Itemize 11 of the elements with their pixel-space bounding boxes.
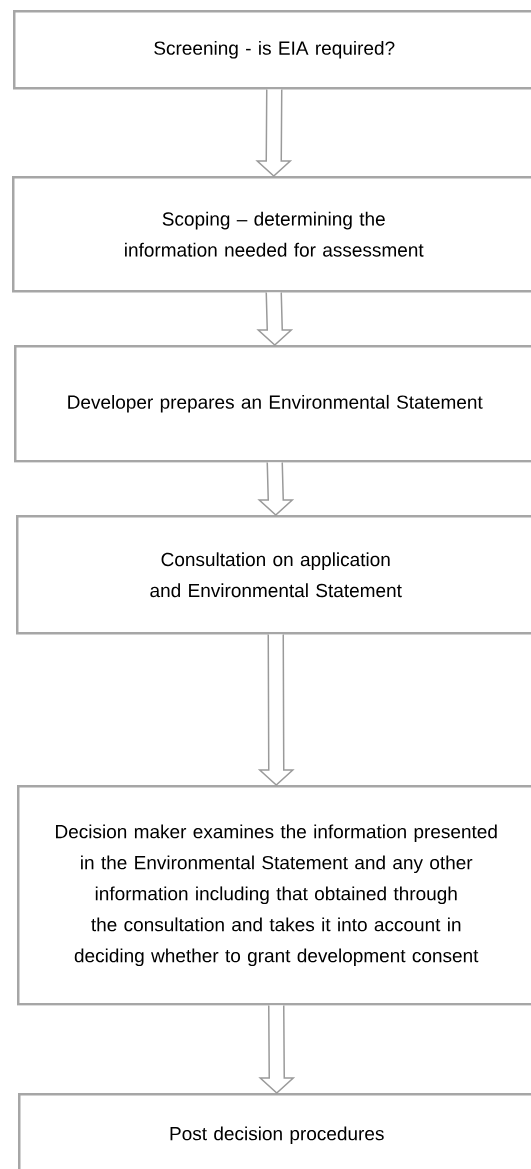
process-box: Decision maker examines the information presented in the Environmental Statement and any other information including that obtained through the consultation and takes it into account in deciding whether to grant development consent (17, 785, 531, 1006)
arrow (258, 1004, 296, 1095)
process-box: Developer prepares an Environmental Statement (14, 345, 531, 463)
process-box: Screening - is EIA required? (13, 10, 531, 90)
process-box: Consultation on application and Environmental Statement (16, 515, 531, 635)
arrow (256, 291, 294, 346)
process-box: Post decision procedures (18, 1093, 531, 1169)
arrow (257, 633, 295, 787)
arrow (255, 88, 293, 177)
arrow (257, 461, 295, 516)
process-box: Scoping – determining the information needed for assessment (12, 176, 531, 293)
